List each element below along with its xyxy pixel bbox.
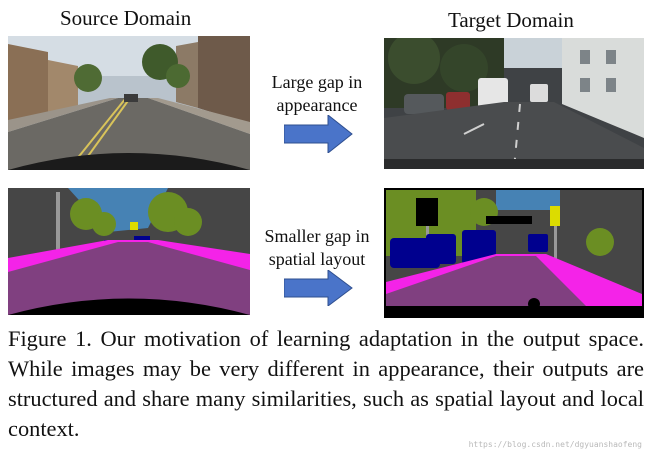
appearance-gap-line2: appearance: [276, 95, 358, 115]
target-photo: [384, 38, 644, 169]
source-photo: [8, 36, 250, 170]
layout-gap-line2: spatial layout: [268, 249, 366, 269]
target-domain-title: Target Domain: [448, 8, 574, 32]
appearance-gap-line1: Large gap in: [271, 72, 363, 92]
layout-gap-line1: Smaller gap in: [264, 226, 370, 246]
layout-arrow-icon: [284, 270, 353, 306]
target-segmentation: [384, 188, 644, 318]
figure-caption: Figure 1. Our motivation of learning ada…: [8, 326, 644, 441]
layout-gap-label: Smaller gap in spatial layout: [252, 225, 382, 271]
source-domain-title: Source Domain: [60, 6, 192, 30]
watermark: https://blog.csdn.net/dgyuanshaofeng: [468, 440, 642, 449]
appearance-gap-label: Large gap in appearance: [252, 71, 382, 117]
appearance-arrow-icon: [284, 115, 353, 153]
source-segmentation: [8, 188, 250, 315]
